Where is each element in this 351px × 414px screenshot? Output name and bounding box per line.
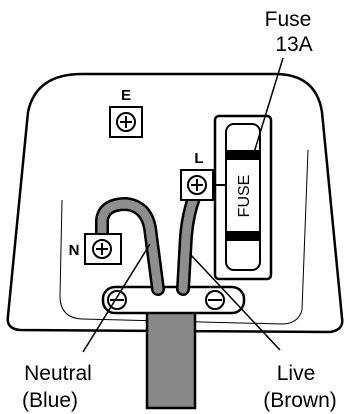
earth-terminal (109, 106, 143, 138)
cable-sheath (145, 310, 197, 410)
clamp-screw-right (205, 290, 225, 310)
fuse-band-bottom (225, 231, 261, 241)
fuse-rating-label: 13A (275, 33, 312, 56)
live-name-label: Live (277, 362, 316, 385)
fuse-callout-line (252, 57, 284, 157)
neutral-color-label: (Blue) (22, 389, 78, 412)
earth-label: E (121, 87, 131, 104)
live-terminal (180, 169, 214, 201)
live-terminal-label: L (194, 150, 203, 167)
fuse-body-label: FUSE (236, 175, 253, 218)
neutral-terminal-label: N (69, 242, 80, 259)
live-callout-line (189, 253, 281, 351)
fuse-title-label: Fuse (265, 8, 312, 31)
neutral-wire-fill (97, 199, 163, 294)
neutral-terminal (84, 233, 122, 265)
fuse-band-top (225, 150, 261, 160)
live-wire-fill (178, 193, 199, 294)
neutral-callout-line (82, 243, 151, 353)
neutral-name-label: Neutral (24, 362, 92, 385)
live-color-label: (Brown) (263, 389, 337, 412)
